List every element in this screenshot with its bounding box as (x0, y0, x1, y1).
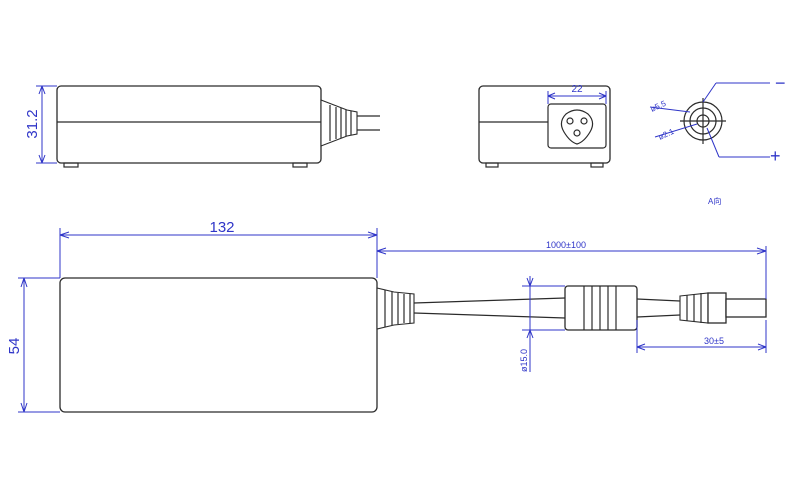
dc-plug-body (707, 292, 727, 324)
plug-end-view: − + ø5.5 ø2.1 A向 (649, 73, 785, 206)
outer-diameter-label: ø5.5 (649, 99, 668, 114)
plug-length-label: 30±5 (704, 336, 724, 346)
length-dimension-label: 132 (209, 219, 234, 236)
side-view: 31.2 (24, 85, 380, 168)
width-dimension-label: 54 (6, 338, 23, 355)
positive-symbol: + (770, 146, 781, 166)
ferrite-core (564, 285, 638, 331)
connector-width-label: 22 (571, 84, 583, 95)
height-dimension-label: 31.2 (24, 109, 41, 138)
foot-right (292, 162, 308, 168)
strain-relief-top (376, 287, 415, 330)
cloverleaf-socket (560, 109, 594, 145)
dc-plug-barrel (725, 298, 767, 318)
negative-symbol: − (775, 73, 786, 93)
adapter-body-end (478, 85, 611, 164)
ferrite-diameter-label: ø15.0 (519, 349, 529, 372)
end-view: 22 (478, 84, 611, 168)
adapter-body-top (59, 277, 378, 413)
inner-diameter-label: ø2.1 (657, 127, 676, 142)
adapter-body-side (56, 85, 322, 164)
top-view: 132 1000±100 54 ø15.0 30±5 (6, 219, 767, 413)
ac-inlet (547, 103, 607, 149)
foot-left (63, 162, 79, 168)
cable (413, 297, 566, 304)
view-a-label: A向 (708, 196, 721, 206)
cable-length-label: 1000±100 (546, 240, 586, 250)
